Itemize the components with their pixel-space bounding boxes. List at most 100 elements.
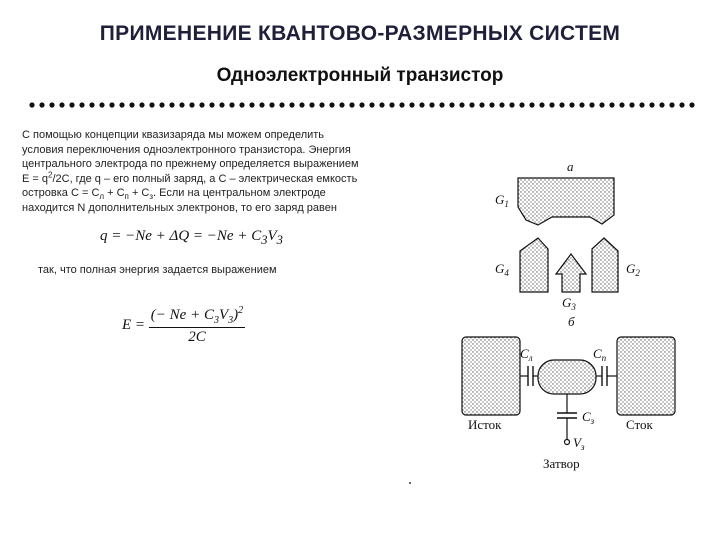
divider-dot xyxy=(429,102,435,108)
divider-dot xyxy=(39,102,45,108)
drain-electrode xyxy=(616,336,676,416)
divider-dot xyxy=(689,102,695,108)
divider-dot xyxy=(179,102,185,108)
divider-dot xyxy=(239,102,245,108)
divider-dot xyxy=(89,102,95,108)
page-subtitle: Одноэлектронный транзистор xyxy=(216,65,504,86)
transistor-diagram: а G1 G4 G2 G3 б Cл Cп Cз Vз Исток Сток З… xyxy=(461,159,676,471)
divider-dot xyxy=(449,102,455,108)
divider-dot xyxy=(649,102,655,108)
divider-dot xyxy=(79,102,85,108)
page-title: ПРИМЕНЕНИЕ КВАНТОВО-РАЗМЕРНЫХ СИСТЕМ xyxy=(99,22,621,45)
divider-dot xyxy=(459,102,465,108)
divider-dot xyxy=(539,102,545,108)
divider-dot xyxy=(659,102,665,108)
divider-dot xyxy=(139,102,145,108)
divider-dot xyxy=(529,102,535,108)
gate-terminal xyxy=(563,438,571,446)
divider-dot xyxy=(259,102,265,108)
divider-dot xyxy=(629,102,635,108)
divider-dot xyxy=(129,102,135,108)
stray-dot xyxy=(409,482,411,484)
divider-dot xyxy=(509,102,515,108)
divider-dot xyxy=(499,102,505,108)
divider-dot xyxy=(59,102,65,108)
divider-dot xyxy=(409,102,415,108)
label-b: б xyxy=(568,314,575,329)
divider-dot xyxy=(439,102,445,108)
divider-dot xyxy=(69,102,75,108)
divider-dot xyxy=(279,102,285,108)
divider-dot xyxy=(489,102,495,108)
divider-dot xyxy=(189,102,195,108)
label-g1: G1 xyxy=(495,192,509,209)
divider-dot xyxy=(679,102,685,108)
body-paragraph: С помощью концепции квазизаряда мы можем… xyxy=(22,128,402,215)
energy-intro-text: так, что полная энергия задается выражен… xyxy=(38,264,277,276)
gate-g2-electrode xyxy=(591,237,619,293)
body-line: условия переключения одноэлектронного тр… xyxy=(22,143,351,156)
divider-dot xyxy=(559,102,565,108)
label-cl: Cл xyxy=(520,346,533,363)
divider-dot xyxy=(519,102,525,108)
label-gate: Затвор xyxy=(543,456,580,471)
divider-dot xyxy=(369,102,375,108)
divider-dot xyxy=(249,102,255,108)
divider-dot xyxy=(379,102,385,108)
divider-dot xyxy=(299,102,305,108)
divider-dot xyxy=(569,102,575,108)
label-cz: Cз xyxy=(582,409,595,426)
body-line: С помощью концепции квазизаряда мы можем… xyxy=(22,129,325,141)
divider-dot xyxy=(669,102,675,108)
divider-dot xyxy=(469,102,475,108)
divider-dot xyxy=(289,102,295,108)
divider-dot xyxy=(49,102,55,108)
divider-dot xyxy=(589,102,595,108)
divider-dot xyxy=(399,102,405,108)
divider-dot xyxy=(209,102,215,108)
divider-dot xyxy=(419,102,425,108)
label-drain: Сток xyxy=(626,417,654,432)
divider-dot xyxy=(319,102,325,108)
divider-dot xyxy=(579,102,585,108)
divider-dot xyxy=(159,102,165,108)
divider-dot xyxy=(119,102,125,108)
divider-dot xyxy=(359,102,365,108)
divider-dot xyxy=(29,102,35,108)
divider-dot xyxy=(549,102,555,108)
divider-dot xyxy=(479,102,485,108)
label-source: Исток xyxy=(468,417,502,432)
divider-dot xyxy=(199,102,205,108)
divider-dot xyxy=(269,102,275,108)
body-line: центрального электрода по прежнему опред… xyxy=(22,158,359,170)
divider-dot xyxy=(639,102,645,108)
divider-dot xyxy=(349,102,355,108)
charge-formula: q = −Ne + ΔQ = −Ne + C3V3 xyxy=(100,228,283,247)
gate-g4-electrode xyxy=(519,237,549,293)
divider-dot xyxy=(609,102,615,108)
gate-g1-electrode xyxy=(517,177,615,226)
label-g4: G4 xyxy=(495,261,509,278)
divider-dot xyxy=(329,102,335,108)
divider-dot xyxy=(599,102,605,108)
island-electrode xyxy=(537,359,597,395)
label-g3: G3 xyxy=(562,295,576,312)
label-a: а xyxy=(567,159,574,174)
label-vz: Vз xyxy=(573,435,585,452)
divider-dot xyxy=(219,102,225,108)
label-cp: Cп xyxy=(593,346,607,363)
divider-dot xyxy=(99,102,105,108)
body-line: находится N дополнительных электронов, т… xyxy=(22,201,337,214)
divider-dot xyxy=(309,102,315,108)
body-line: островка C = Cл + Cп + Cз. Если на центр… xyxy=(22,187,326,202)
dotted-divider xyxy=(29,102,695,108)
divider-dot xyxy=(229,102,235,108)
divider-dot xyxy=(149,102,155,108)
divider-dot xyxy=(169,102,175,108)
divider-dot xyxy=(619,102,625,108)
source-electrode xyxy=(461,336,521,416)
label-g2: G2 xyxy=(626,261,640,278)
body-line: E = q2/2C, где q – его полный заряд, а C… xyxy=(22,169,358,185)
divider-dot xyxy=(389,102,395,108)
